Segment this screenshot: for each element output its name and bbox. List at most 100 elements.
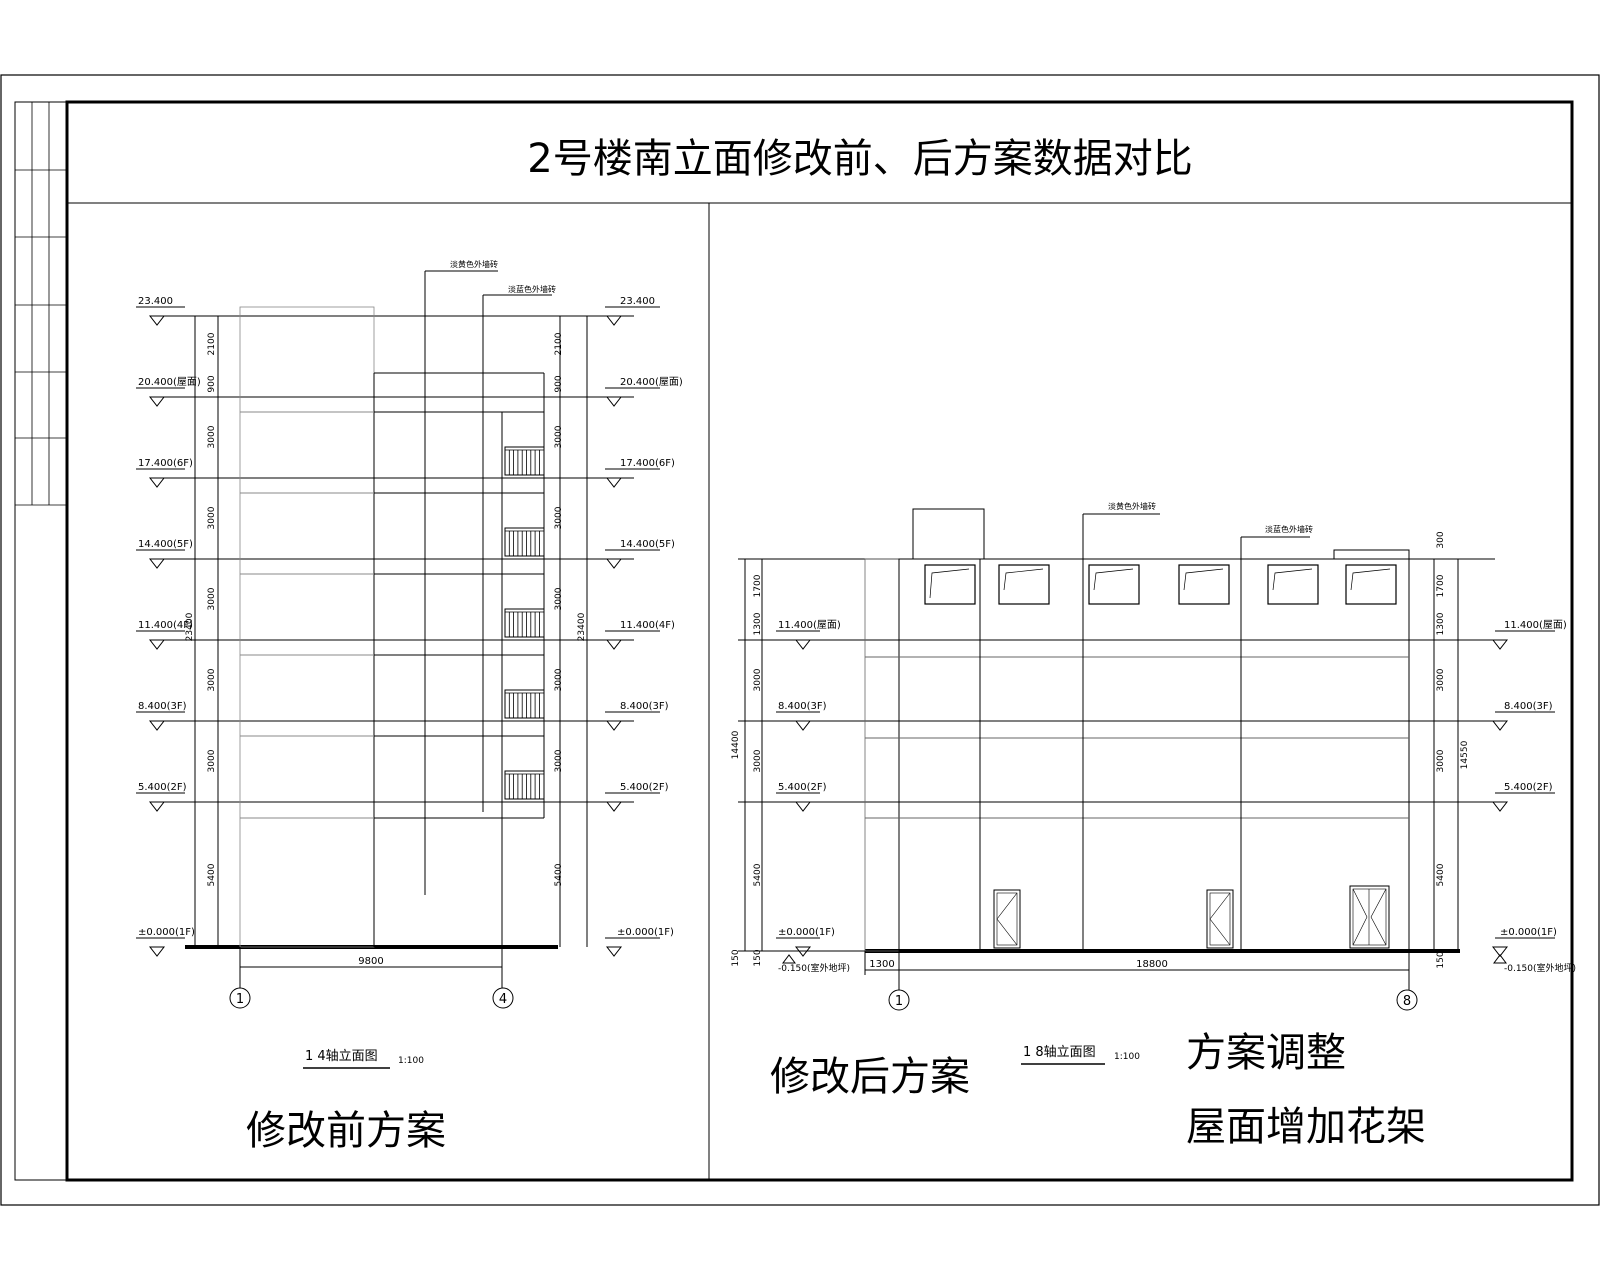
right-dim-l: 3000 — [753, 749, 763, 772]
left-dim-r: 3000 — [554, 506, 564, 529]
left-level-label-r: 8.400(3F) — [620, 701, 669, 712]
left-level-label-l: 14.400(5F) — [138, 539, 193, 550]
right-roof-pergola-openings — [924, 564, 1397, 605]
right-dim-l: 150 — [731, 949, 741, 966]
right-level-label-r: 11.400(屋面) — [1504, 619, 1567, 631]
right-dim-r: 3000 — [1436, 749, 1446, 772]
right-dim-r: 150 — [1436, 951, 1446, 968]
right-callout-leaders — [1082, 513, 1310, 900]
left-dim-l: 900 — [207, 375, 217, 392]
left-dim-r: 5400 — [554, 863, 564, 886]
right-dim-r: 1300 — [1436, 612, 1446, 635]
left-dim-l: 3000 — [207, 425, 217, 448]
right-dim-l: 150 — [753, 949, 763, 966]
right-axis-label-1: 1 — [895, 994, 903, 1009]
right-callout-blue: 淡蓝色外墙砖 — [1265, 524, 1313, 534]
balcony-railing — [504, 689, 545, 719]
balcony-railing — [504, 770, 545, 800]
left-dim-l: 3000 — [207, 587, 217, 610]
right-callout-yellow: 淡黄色外墙砖 — [1108, 501, 1156, 511]
left-level-label-l: 8.400(3F) — [138, 701, 187, 712]
left-callout-leaders — [424, 270, 552, 895]
right-dim-r: 3000 — [1436, 668, 1446, 691]
left-callout-yellow: 淡黄色外墙砖 — [450, 259, 498, 269]
right-doors — [993, 885, 1390, 949]
left-dim-r: 3000 — [554, 425, 564, 448]
right-level-label-l: 5.400(2F) — [778, 782, 827, 793]
sheet-border — [0, 74, 1600, 1206]
left-dim-r: 3000 — [554, 587, 564, 610]
right-dim-r: 5400 — [1436, 863, 1446, 886]
left-caption: 修改前方案 — [246, 1108, 446, 1154]
pergola-opening — [1178, 564, 1230, 605]
right-note-scheme-adjustment: 方案调整 — [1186, 1030, 1346, 1076]
right-wall-outlines — [738, 508, 1459, 952]
pergola-opening — [998, 564, 1050, 605]
left-dim-l: 2100 — [207, 332, 217, 355]
left-dim-l: 5400 — [207, 863, 217, 886]
right-caption: 修改后方案 — [770, 1054, 970, 1100]
pergola-opening — [924, 564, 976, 605]
left-axis-label-4: 4 — [499, 992, 507, 1007]
left-level-label-r: 17.400(6F) — [620, 458, 675, 469]
left-total-height-l: 23400 — [185, 612, 195, 641]
pergola-opening — [1267, 564, 1319, 605]
left-total-height-r: 23400 — [577, 612, 587, 641]
left-level-label-r: 20.400(屋面) — [620, 376, 683, 388]
left-level-label-r: 11.400(4F) — [620, 620, 675, 631]
left-span-dimension — [239, 947, 503, 988]
main-frame — [65, 100, 1574, 1182]
right-level-label-r: 8.400(3F) — [1504, 701, 1553, 712]
left-level-label-r: 14.400(5F) — [620, 539, 675, 550]
left-level-label-l: 5.400(2F) — [138, 782, 187, 793]
left-axis-bubble-4 — [492, 987, 514, 1009]
pergola-opening — [1088, 564, 1140, 605]
left-span-label: 9800 — [358, 956, 383, 967]
left-level-label-r: ±0.000(1F) — [617, 927, 674, 938]
left-dim-r: 900 — [554, 375, 564, 392]
left-level-marks — [136, 306, 660, 957]
balcony-railing — [504, 608, 545, 638]
balcony-railing — [504, 527, 545, 557]
right-axis-bubble-8 — [1396, 989, 1418, 1011]
right-span-label: 18800 — [1136, 959, 1168, 970]
right-span-small-label: 1300 — [869, 959, 894, 970]
left-dim-l: 3000 — [207, 506, 217, 529]
left-axis-label-1: 1 — [236, 992, 244, 1007]
left-dim-r: 3000 — [554, 749, 564, 772]
right-drawing-name: 1 8轴立面图 — [1023, 1045, 1096, 1060]
left-wall-outlines — [194, 306, 588, 948]
title-block-strip — [14, 101, 67, 1181]
pergola-opening — [1345, 564, 1397, 605]
right-note-roof-pergola: 屋面增加花架 — [1186, 1104, 1426, 1150]
left-dim-r: 2100 — [554, 332, 564, 355]
right-level-marks — [776, 630, 1555, 964]
right-level-label-l: -0.150(室外地坪) — [778, 962, 850, 974]
right-level-label-l: 11.400(屋面) — [778, 619, 841, 631]
right-total-height-r: 14550 — [1460, 740, 1470, 769]
right-level-label-r: -0.150(室外地坪) — [1504, 962, 1576, 974]
left-dim-l: 3000 — [207, 668, 217, 691]
right-dim-l: 5400 — [753, 863, 763, 886]
right-level-label-r: 5.400(2F) — [1504, 782, 1553, 793]
left-level-label-l: 23.400 — [138, 296, 173, 307]
left-level-label-l: 11.400(4F) — [138, 620, 193, 631]
left-dim-l: 3000 — [207, 749, 217, 772]
right-dim-l: 1300 — [753, 612, 763, 635]
left-callout-blue: 淡蓝色外墙砖 — [508, 284, 556, 294]
right-axis-label-8: 8 — [1403, 994, 1411, 1009]
right-elevation: 淡黄色外墙砖 淡蓝色外墙砖 11.400(屋面) 8.400(3F) 5.400… — [731, 501, 1576, 1150]
left-level-label-l: 20.400(屋面) — [138, 376, 201, 388]
right-span-dimension — [864, 951, 1410, 990]
right-axis-bubble-1 — [888, 989, 910, 1011]
left-level-label-l: 17.400(6F) — [138, 458, 193, 469]
right-dim-r: 300 — [1436, 531, 1446, 548]
left-drawing-name: 1 4轴立面图 — [305, 1049, 378, 1064]
left-level-label-l: ±0.000(1F) — [138, 927, 195, 938]
right-drawing-scale: 1:100 — [1114, 1052, 1140, 1062]
left-balcony-railings — [504, 446, 545, 800]
left-elevation: 淡黄色外墙砖 淡蓝色外墙砖 23.400 20.400(屋面) 17.400(6… — [136, 259, 683, 1154]
right-dim-l: 3000 — [753, 668, 763, 691]
left-drawing-scale: 1:100 — [398, 1056, 424, 1066]
